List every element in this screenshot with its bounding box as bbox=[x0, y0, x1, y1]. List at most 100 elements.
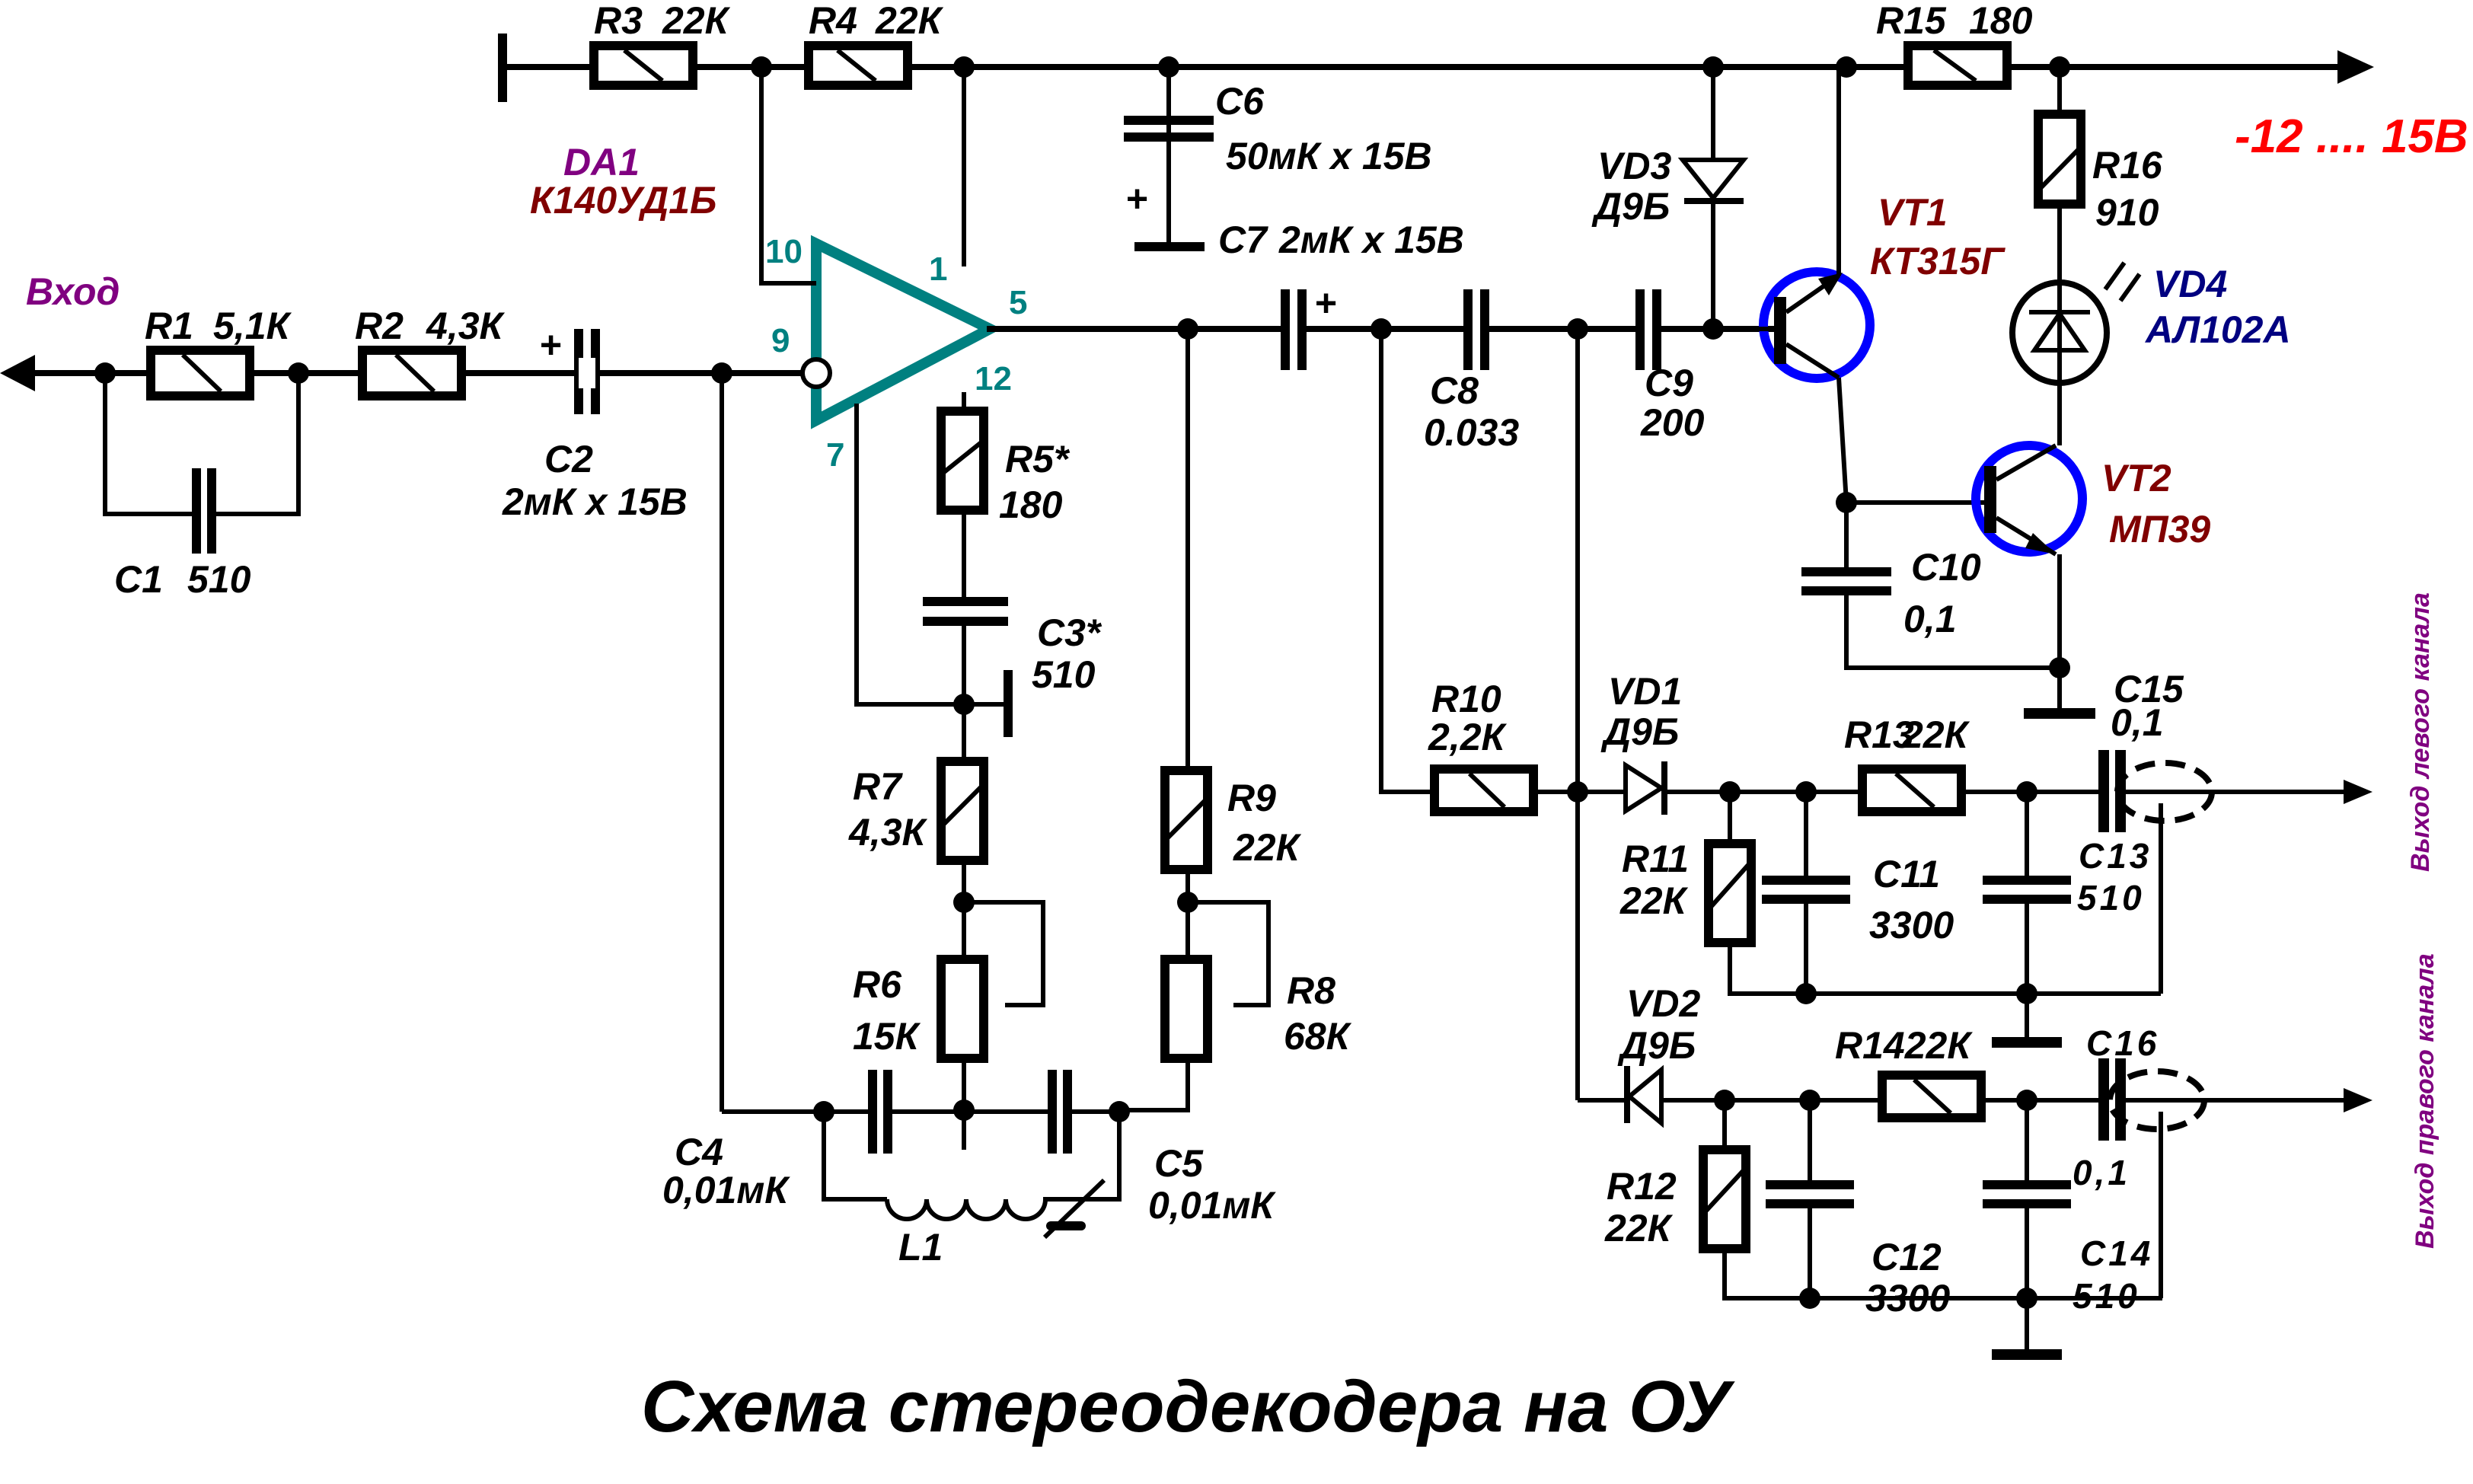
r9-ref: R9 bbox=[1227, 777, 1276, 819]
compensation-branch bbox=[923, 407, 1045, 1150]
c6-plus: + bbox=[1125, 177, 1147, 220]
r2-ref: R2 bbox=[355, 305, 404, 347]
c13-ref: C13 bbox=[2079, 836, 2152, 876]
resistor-r9 bbox=[1160, 766, 1212, 874]
r6-ref: R6 bbox=[853, 963, 902, 1006]
c2-value: 2мК x 15В bbox=[502, 480, 688, 523]
r4-value: 22К bbox=[875, 0, 944, 42]
capacitor-c11 bbox=[1762, 876, 1850, 885]
capacitor-c7 bbox=[1281, 289, 1290, 370]
diode-vd2 bbox=[1624, 1064, 1664, 1128]
r13-value: 22К bbox=[1901, 713, 1970, 756]
vd1-part: Д9Б bbox=[1600, 710, 1679, 753]
r12-value: 22К bbox=[1604, 1207, 1674, 1249]
c12-ref: C12 bbox=[1872, 1236, 1942, 1278]
diode-vd3 bbox=[1677, 158, 1749, 204]
c4-value: 0,01мК bbox=[662, 1169, 790, 1211]
pin-10-label: 10 bbox=[765, 233, 803, 270]
c10-ref: C10 bbox=[1911, 546, 1981, 589]
r2-value: 4,3К bbox=[426, 305, 506, 347]
c11-value: 3300 bbox=[1869, 904, 1954, 946]
r16-value: 910 bbox=[2095, 191, 2159, 234]
input-arrow bbox=[0, 355, 35, 391]
c14-ref: C14 bbox=[2080, 1233, 2153, 1273]
page-title: Схема стереодекодера на ОУ bbox=[641, 1366, 1736, 1447]
capacitor-c4 bbox=[868, 1070, 877, 1154]
resistor-r16 bbox=[2034, 110, 2085, 209]
opamp-part-label: К140УД1Б bbox=[530, 179, 716, 222]
resistor-r13 bbox=[1858, 764, 1966, 816]
r9-r8-branch bbox=[1119, 318, 1271, 1112]
c14-value: 510 bbox=[2073, 1276, 2140, 1316]
r7-value: 4,3К bbox=[848, 811, 928, 854]
r13-ref: R13 bbox=[1844, 713, 1914, 756]
ground-symbol bbox=[1004, 670, 1013, 737]
capacitor-c3 bbox=[923, 597, 1008, 606]
signal-chain bbox=[1281, 67, 1749, 1100]
c7-value: 2мК x 15В bbox=[1278, 219, 1464, 261]
pin-7-label: 7 bbox=[826, 436, 844, 474]
resistor-r1 bbox=[146, 346, 254, 401]
c6-c7-decoupling bbox=[1124, 67, 1214, 251]
capacitor-c5 bbox=[1048, 1070, 1057, 1154]
inductor-l1 bbox=[885, 1198, 1048, 1221]
r11-ref: R11 bbox=[1622, 838, 1689, 880]
right-output-label: Выход правого канала bbox=[2411, 953, 2439, 1249]
diode-vd1 bbox=[1623, 761, 1667, 815]
capacitor-c14 bbox=[1983, 1180, 2071, 1189]
r15-value: 180 bbox=[1969, 0, 2033, 42]
resistor-r12 bbox=[1699, 1145, 1750, 1253]
c12-value: 3300 bbox=[1865, 1277, 1950, 1320]
r1-value: 5,1К bbox=[213, 305, 292, 347]
c8-ref: C8 bbox=[1430, 369, 1479, 412]
c2-ref: C2 bbox=[544, 438, 593, 480]
c8-value: 0.033 bbox=[1424, 411, 1519, 454]
vd2-ref: VD2 bbox=[1626, 982, 1700, 1025]
resistor-r5 bbox=[937, 407, 988, 515]
vt1-ref: VT1 bbox=[1878, 191, 1948, 234]
capacitor-c8 bbox=[1463, 289, 1473, 370]
c11-ref: C11 bbox=[1873, 853, 1940, 895]
left-output-label: Выход левого канала bbox=[2406, 592, 2435, 872]
vt2-part: МП39 bbox=[2109, 508, 2210, 551]
r16-ref: R16 bbox=[2092, 144, 2163, 187]
resistor-r2 bbox=[358, 346, 466, 401]
pin-5-label: 5 bbox=[1009, 284, 1027, 321]
vd4-part: АЛ102А bbox=[2144, 308, 2291, 351]
potentiometer-r8 bbox=[1160, 955, 1212, 1063]
led-vd4 bbox=[2009, 261, 2142, 386]
twin-t-filter bbox=[722, 1070, 1130, 1240]
l1-ref: L1 bbox=[898, 1226, 943, 1269]
c3-value: 510 bbox=[1032, 653, 1096, 696]
capacitor-c1 bbox=[192, 468, 201, 554]
ground-symbol bbox=[1992, 1349, 2062, 1360]
capacitor-c12 bbox=[1766, 1180, 1854, 1189]
input-section bbox=[0, 329, 807, 1112]
supply-arrow bbox=[2337, 50, 2374, 84]
r14-label: R1422К bbox=[1835, 1024, 1973, 1067]
c5-ref: C5 bbox=[1154, 1142, 1204, 1185]
c15-ref: C15 bbox=[2114, 668, 2184, 710]
r10-value: 2,2К bbox=[1428, 716, 1508, 758]
junction-dot bbox=[1799, 1288, 1820, 1309]
r5-ref: R5* bbox=[1005, 438, 1071, 480]
c15-value: 0,1 bbox=[2111, 701, 2164, 744]
capacitor-c6 bbox=[1124, 116, 1214, 125]
pin-1-label: 1 bbox=[929, 251, 947, 288]
resistor-r4 bbox=[804, 41, 912, 90]
output-arrow-left bbox=[2344, 780, 2372, 804]
r9-value: 22К bbox=[1233, 826, 1302, 869]
r4-ref: R4 bbox=[809, 0, 857, 42]
led-branch bbox=[2009, 67, 2142, 445]
r6-value: 15К bbox=[853, 1015, 921, 1058]
r1-ref: R1 bbox=[145, 305, 193, 347]
c10-value: 0,1 bbox=[1903, 598, 1957, 640]
resistor-r15 bbox=[1903, 41, 2012, 90]
capacitor-c13 bbox=[1983, 876, 2071, 885]
c3-ref: C3* bbox=[1037, 611, 1102, 654]
c1-ref: C1 bbox=[114, 558, 163, 601]
opamp-ref-label: DA1 bbox=[563, 141, 640, 184]
r3-ref: R3 bbox=[594, 0, 643, 42]
resistor-r7 bbox=[937, 757, 988, 865]
